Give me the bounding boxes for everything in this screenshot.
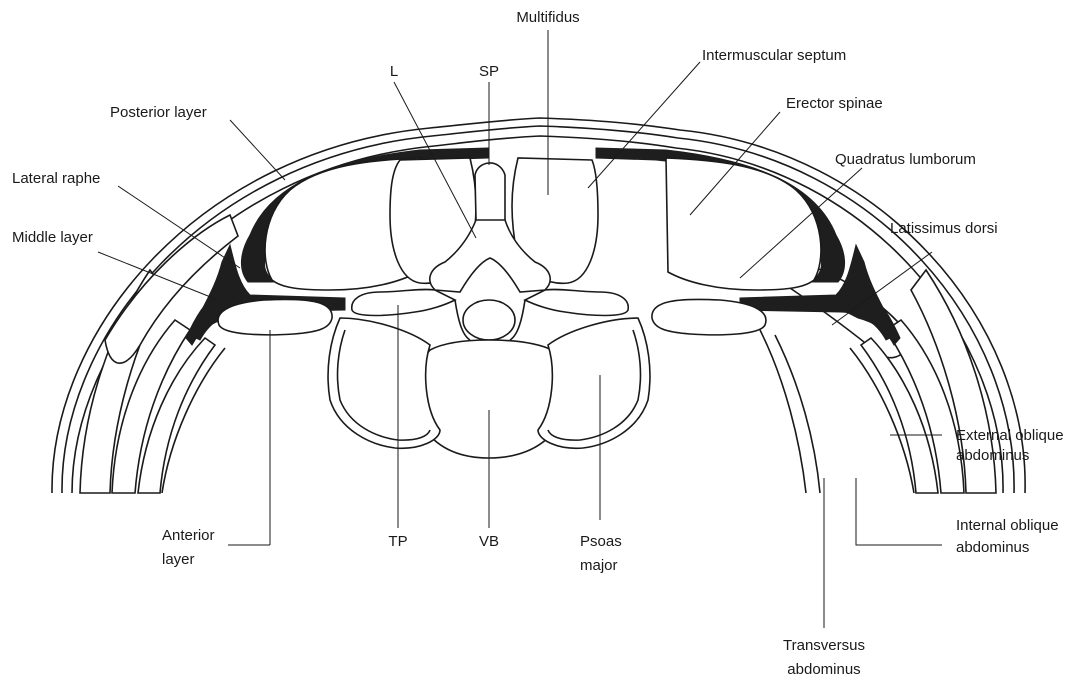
label-lateral-raphe: Lateral raphe xyxy=(12,170,100,187)
label-quadratus-lumborum: Quadratus lumborum xyxy=(835,151,976,168)
label-intermuscular-septum: Intermuscular septum xyxy=(702,47,846,64)
label-tp: TP xyxy=(388,533,407,550)
label-multifidus: Multifidus xyxy=(516,9,579,26)
label-psoas-line1: Psoas xyxy=(580,533,622,550)
spinous-process xyxy=(475,163,505,226)
label-latissimus-dorsi: Latissimus dorsi xyxy=(890,220,998,237)
label-vb: VB xyxy=(479,533,499,550)
label-erector-spinae: Erector spinae xyxy=(786,95,883,112)
spinal-canal xyxy=(463,300,515,340)
right-quadratus-lumborum xyxy=(652,299,766,334)
left-quadratus-lumborum xyxy=(218,299,332,334)
label-middle-layer: Middle layer xyxy=(12,229,93,246)
label-transversus-line2: abdominus xyxy=(787,661,860,678)
label-internal-oblique-line2: abdominus xyxy=(956,539,1029,556)
label-posterior-layer: Posterior layer xyxy=(110,104,207,121)
right-psoas-major xyxy=(538,318,650,448)
right-erector-spinae xyxy=(666,158,821,290)
label-transversus-line1: Transversus xyxy=(783,637,865,654)
label-internal-oblique-line1: Internal oblique xyxy=(956,517,1059,534)
right-transverse-process xyxy=(525,289,628,315)
label-l: L xyxy=(390,63,398,80)
label-external-oblique-line1: External oblique xyxy=(956,427,1064,444)
label-anterior-layer-line2: layer xyxy=(162,551,195,568)
label-sp: SP xyxy=(479,63,499,80)
label-psoas-line2: major xyxy=(580,557,618,574)
left-psoas-major xyxy=(328,318,440,448)
label-external-oblique-line2: abdominus xyxy=(956,447,1029,464)
left-transverse-process xyxy=(352,289,455,315)
left-abdominal-wall xyxy=(80,215,238,493)
vertebral-body xyxy=(418,340,562,458)
label-anterior-layer-line1: Anterior xyxy=(162,527,215,544)
